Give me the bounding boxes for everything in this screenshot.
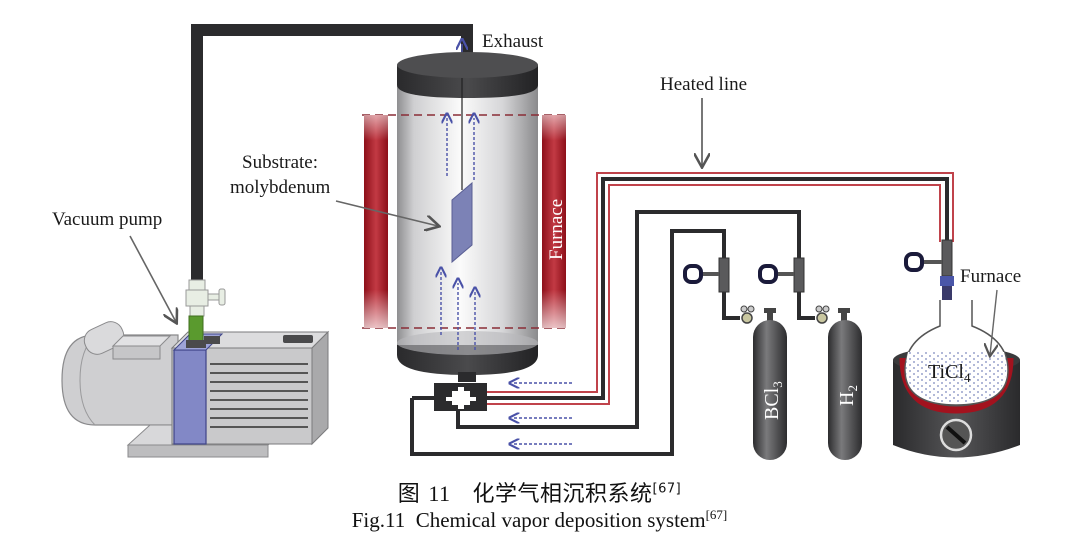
caption-en-title: Chemical vapor deposition system <box>415 508 706 532</box>
pump-inlet-valve <box>185 279 226 348</box>
label-heated-line: Heated line <box>660 74 747 95</box>
reactor-flow-arrows <box>441 118 475 350</box>
heated-gas-line <box>482 172 954 405</box>
caption-chinese: 图 11 化学气相沉积系统[67] <box>0 476 1079 508</box>
label-exhaust: Exhaust <box>482 31 544 52</box>
valve-knob-icon <box>683 264 703 284</box>
caption-en-prefix: Fig.11 <box>351 508 406 532</box>
caption-en-ref: [67] <box>705 507 728 522</box>
bcl3-gas-line <box>456 210 815 429</box>
caption-cn-title: 化学气相沉积系统 <box>472 482 653 507</box>
valve-knob-icon <box>904 252 924 272</box>
cvd-system-diagram: Exhaust Heated line Substrate: molybdenu… <box>52 24 1021 460</box>
label-substrate-1: Substrate: <box>242 152 318 173</box>
caption-english: Fig.11 Chemical vapor deposition system[… <box>0 508 1079 533</box>
gas-cylinder-h2 <box>815 305 862 460</box>
caption-cn-prefix: 图 <box>397 482 421 507</box>
caption-cn-number: 11 <box>428 481 451 506</box>
valve-bcl3 <box>683 257 730 293</box>
gas-cylinder-bcl3 <box>740 305 787 460</box>
substrate-plate <box>451 181 473 264</box>
valve-knob-icon <box>758 264 778 284</box>
label-vacuum-pump: Vacuum pump <box>52 209 162 230</box>
h2-gas-line <box>410 229 740 456</box>
valve-ticl4 <box>904 239 953 277</box>
label-bcl3: BCl3 <box>761 381 785 420</box>
bubbler-furnace-pointer <box>990 289 997 355</box>
gas-mixing-block <box>434 383 487 411</box>
reactor-furnace-heater-left <box>364 115 388 328</box>
heated-zone-boundary <box>362 114 565 329</box>
valve-h2 <box>758 257 805 293</box>
label-ticl4: TiCl4 <box>928 361 971 385</box>
vacuum-pump <box>61 321 330 458</box>
reactor-furnace-heater-right <box>542 115 566 328</box>
ticl4-bubbler-furnace <box>893 276 1020 458</box>
label-furnace-reactor: Furnace <box>546 199 567 260</box>
label-furnace-bubbler: Furnace <box>960 266 1021 287</box>
substrate-pointer <box>335 200 438 226</box>
label-h2: H2 <box>836 385 860 406</box>
label-substrate-2: molybdenum <box>230 177 330 198</box>
caption-cn-ref: [67] <box>652 481 682 497</box>
vacuum-pump-pointer <box>129 235 176 322</box>
